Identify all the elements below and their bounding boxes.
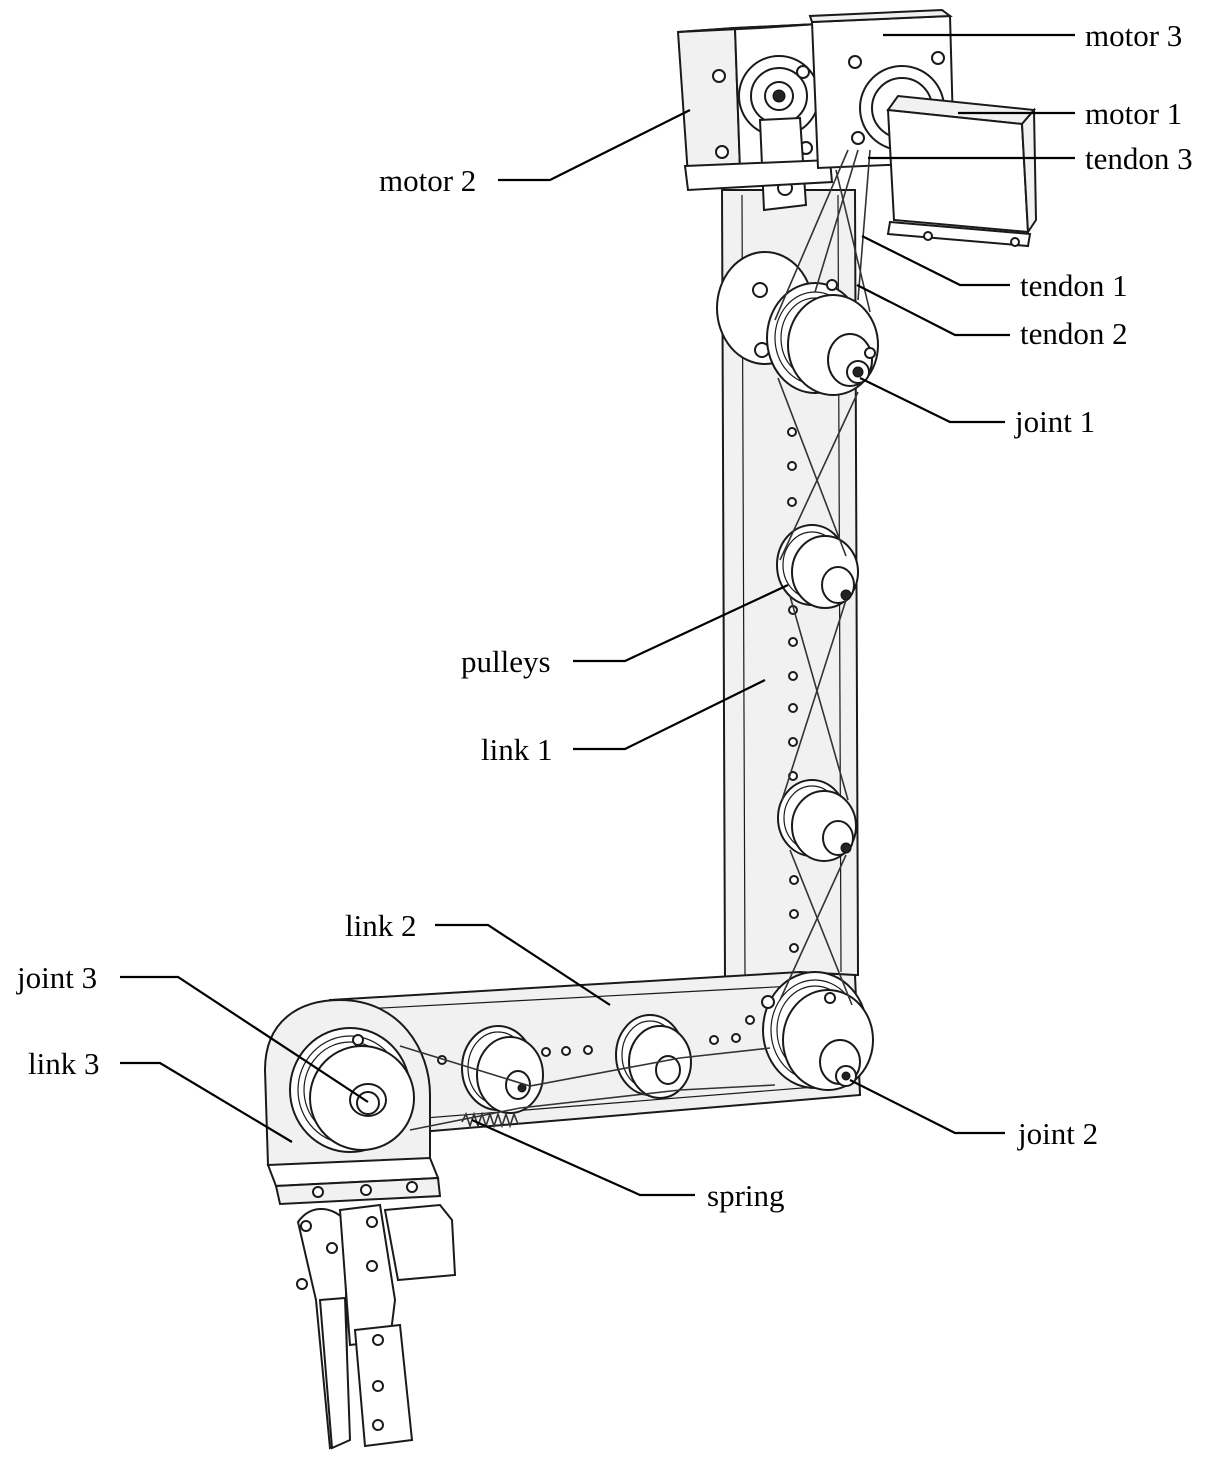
- label-tendon-3: tendon 3: [1085, 141, 1193, 176]
- spring: [461, 1111, 519, 1129]
- tendons: [399, 149, 871, 1131]
- link-2-idler-left: [461, 1025, 544, 1114]
- leader-joint-1: [859, 377, 1005, 424]
- joint-1-assembly: [716, 251, 879, 396]
- label-tendon-2: tendon 2: [1020, 316, 1128, 351]
- leader-link-3: [120, 1061, 293, 1143]
- motor-2: [676, 22, 834, 212]
- leader-tendon-1: [861, 235, 1010, 287]
- label-tendon-1: tendon 1: [1020, 268, 1128, 303]
- leader-link-1: [573, 679, 766, 751]
- link-1-holes: [787, 427, 799, 953]
- label-joint-1: joint 1: [1014, 404, 1095, 439]
- label-motor-3: motor 3: [1085, 18, 1182, 53]
- leader-joint-2: [849, 1079, 1005, 1135]
- label-joint-2: joint 2: [1017, 1116, 1098, 1151]
- pulley-lower: [777, 779, 857, 862]
- leader-spring: [471, 1118, 695, 1197]
- label-motor-2: motor 2: [379, 163, 476, 198]
- pulley-upper: [776, 524, 859, 609]
- leader-link-2: [435, 923, 611, 1006]
- leader-joint-3: [120, 975, 369, 1103]
- label-link-3: link 3: [28, 1046, 99, 1081]
- label-pulleys: pulleys: [461, 644, 551, 679]
- leader-motor-2: [498, 109, 691, 182]
- link-2-holes: [437, 1015, 755, 1065]
- joint-3-assembly: [289, 1027, 415, 1153]
- leader-tendon-2: [856, 284, 1010, 337]
- label-spring: spring: [707, 1178, 785, 1213]
- label-joint-3: joint 3: [16, 960, 97, 995]
- labels: motor 3 motor 1 tendon 3 motor 2 tendon …: [16, 18, 1193, 1213]
- label-link-2: link 2: [345, 908, 416, 943]
- label-motor-1: motor 1: [1085, 96, 1182, 131]
- leader-pulleys: [573, 584, 789, 663]
- joint-2-assembly: [761, 971, 874, 1091]
- leader-lines: [120, 33, 1075, 1197]
- gripper-mount: [266, 1156, 442, 1206]
- gripper: [296, 1203, 457, 1450]
- motor-1: [886, 94, 1038, 248]
- label-link-1: link 1: [481, 732, 552, 767]
